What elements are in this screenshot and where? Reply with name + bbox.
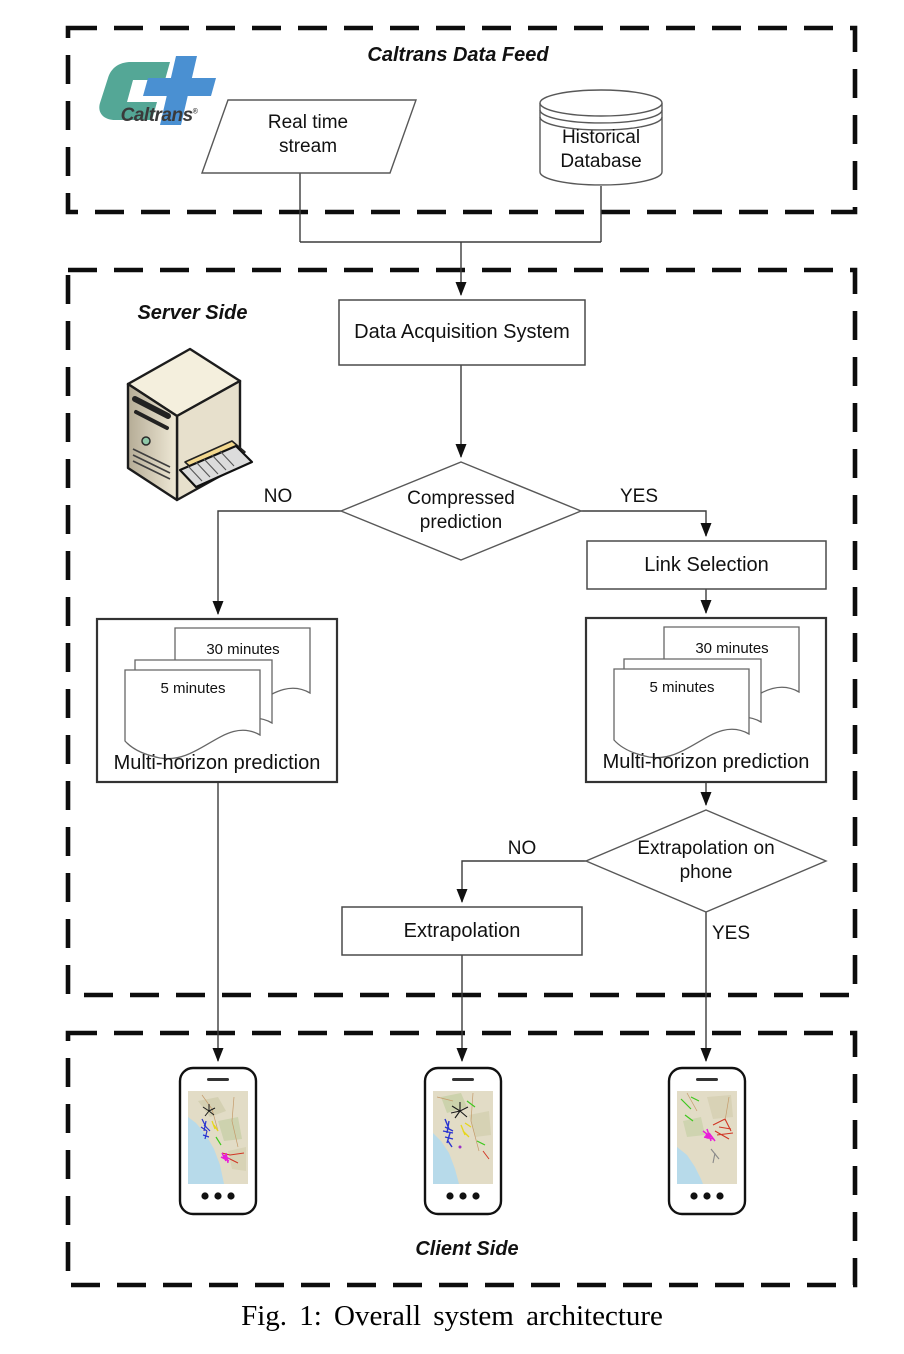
extrapolation-on-phone-label: Extrapolation on phone bbox=[637, 838, 775, 883]
compressed-no-label: NO bbox=[263, 486, 293, 507]
doc-30min-label-left: 30 minutes bbox=[206, 641, 280, 658]
client-side-section-title: Client Side bbox=[415, 1238, 519, 1260]
extrapolation-label: Extrapolation bbox=[403, 919, 521, 942]
real-time-stream-shape bbox=[201, 99, 417, 174]
caltrans-logo-icon bbox=[99, 56, 216, 125]
doc-5min-label-right: 5 minutes bbox=[649, 679, 715, 696]
phone-map-norcal bbox=[433, 1091, 493, 1184]
server-icon bbox=[126, 347, 254, 502]
compressed-yes-label: YES bbox=[619, 486, 659, 507]
extrapolation-yes-label: YES bbox=[712, 923, 751, 944]
data-acquisition-label: Data Acquisition System bbox=[354, 321, 570, 343]
figure-caption: Fig. 1: Overall system architecture bbox=[241, 1300, 663, 1332]
connector-arrows bbox=[212, 173, 712, 1062]
historical-database-label: Historical Database bbox=[560, 127, 642, 172]
extrapolation-on-phone-diamond bbox=[584, 809, 828, 913]
extrapolation-no-label: NO bbox=[507, 838, 537, 859]
multi-horizon-left-label: Multi-horizon prediction bbox=[113, 752, 321, 774]
link-selection-label: Link Selection bbox=[644, 553, 769, 576]
caltrans-brand-text: Caltrans bbox=[120, 105, 194, 126]
caltrans-wordmark: Caltrans® bbox=[98, 104, 220, 128]
database-cylinder-icon bbox=[539, 89, 663, 186]
server-side-section-title: Server Side bbox=[137, 302, 248, 324]
compressed-prediction-diamond bbox=[339, 461, 583, 561]
data-acquisition-box bbox=[338, 299, 586, 366]
extrapolation-box bbox=[341, 906, 583, 956]
phone-map-socal bbox=[677, 1091, 737, 1184]
registered-mark: ® bbox=[192, 108, 198, 116]
multi-horizon-right-label: Multi-horizon prediction bbox=[602, 751, 810, 773]
data-feed-frame bbox=[65, 25, 858, 215]
real-time-stream-label: Real time stream bbox=[267, 112, 349, 157]
compressed-prediction-label: Compressed prediction bbox=[407, 488, 515, 533]
link-selection-box bbox=[586, 540, 827, 590]
data-feed-section-title: Caltrans Data Feed bbox=[367, 44, 549, 66]
doc-5min-label-left: 5 minutes bbox=[160, 680, 226, 697]
doc-30min-label-right: 30 minutes bbox=[695, 640, 769, 657]
phone-map-california bbox=[188, 1091, 248, 1184]
